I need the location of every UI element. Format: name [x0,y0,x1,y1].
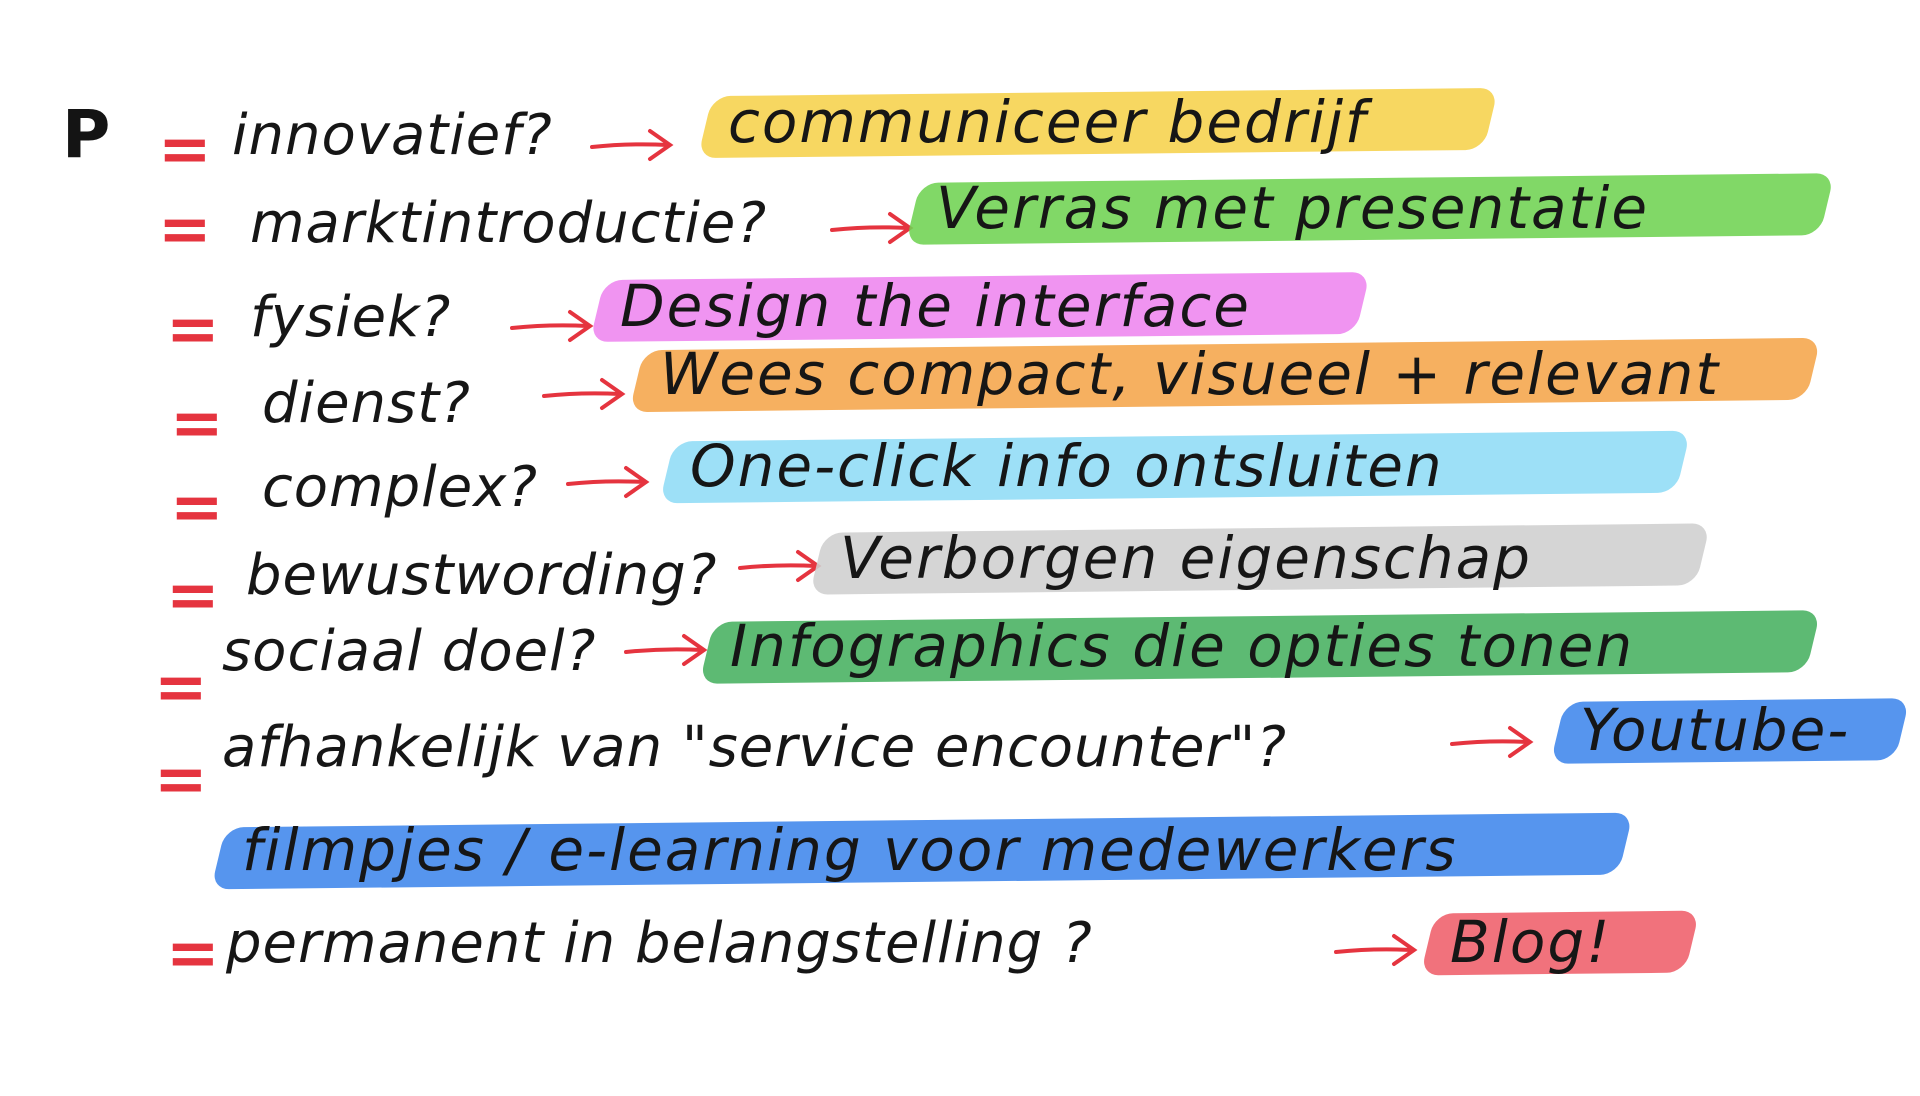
question-physical: fysiek? [250,285,452,350]
answer-text: Wees compact, visueel + relevant [660,340,1721,408]
arrow-icon [830,212,914,244]
answer-text: filmpjes / e-learning voor medewerkers [242,816,1458,884]
question-awareness: bewustwording? [246,543,718,608]
question-complex: complex? [262,455,539,520]
answer-text: One-click info ontsluiten [690,432,1444,500]
arrow-icon [1450,726,1534,758]
answer-highlight-10: Blog! [1420,902,1700,982]
arrow-icon [624,634,708,666]
equals-sign: = [158,193,212,267]
equals-sign: = [166,293,220,367]
arrow-icon [566,466,650,498]
equals-sign: = [158,113,212,187]
answer-highlight-5: One-click info ontsluiten [659,426,1691,506]
answer-text: Verras met presentatie [936,174,1650,242]
answer-text: Infographics die opties tonen [730,612,1635,680]
equals-sign: = [154,743,208,817]
question-service-encounter: afhankelijk van "service encounter"? [222,715,1287,780]
answer-highlight-1: communiceer bedrijf [697,82,1499,162]
answer-highlight-6: Verborgen eigenschap [809,518,1711,598]
arrow-icon [1334,934,1418,966]
arrow-icon [590,129,674,161]
prefix-letter: P [62,96,111,173]
equals-sign: = [170,387,224,461]
answer-text: Youtube- [1580,696,1851,764]
arrow-icon [510,310,594,342]
answer-highlight-2: Verras met presentatie [905,168,1835,248]
question-innovative: innovatief? [232,103,553,168]
equals-sign: = [170,471,224,545]
arrow-icon [542,378,626,410]
question-social-goal: sociaal doel? [222,619,597,684]
equals-sign: = [166,917,220,991]
answer-highlight-3: Design the interface [589,266,1371,346]
answer-text: communiceer bedrijf [728,88,1368,156]
answer-highlight-7: Infographics die opties tonen [699,606,1821,686]
answer-highlight-8: Youtube- [1550,690,1910,770]
equals-sign: = [166,559,220,633]
answer-highlight-4: Wees compact, visueel + relevant [629,334,1821,414]
question-service: dienst? [262,371,471,436]
question-market-introduction: marktintroductie? [250,191,768,256]
answer-text: Verborgen eigenschap [840,524,1532,592]
question-permanent-interest: permanent in belangstelling ? [226,911,1093,976]
answer-text: Design the interface [620,272,1251,340]
answer-highlight-9: filmpjes / e-learning voor medewerkers [210,810,1634,890]
equals-sign: = [154,651,208,725]
answer-text: Blog! [1450,908,1612,976]
